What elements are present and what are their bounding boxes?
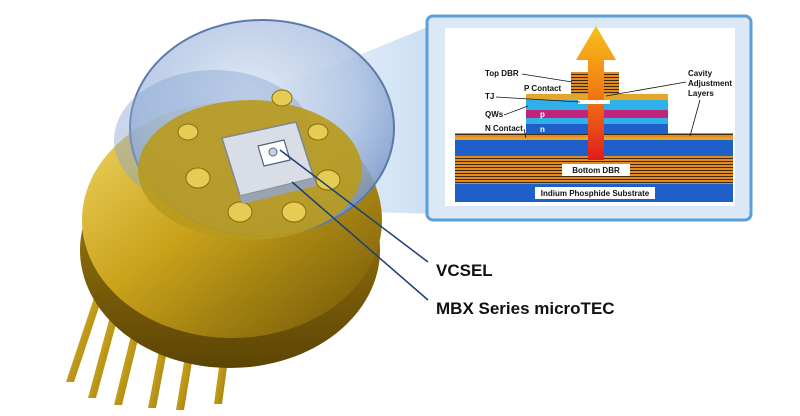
qws-label: QWs	[485, 110, 504, 119]
cavity-leader-b	[689, 99, 701, 137]
bottom-dbr-label-box	[562, 164, 630, 176]
cavity-label-line2: Adjustment	[688, 79, 732, 88]
emission-arrow	[576, 26, 616, 160]
substrate-label: Indium Phosphide Substrate	[541, 189, 650, 198]
cavity-label-line1: Cavity	[688, 69, 713, 78]
top-dbr-leader	[521, 73, 573, 83]
n-layer-label: n	[540, 125, 545, 134]
microtec-leader-line	[291, 181, 429, 301]
cavity-leader-a	[605, 81, 687, 97]
cavity-label-line3: Layers	[688, 89, 714, 98]
header-posts	[177, 89, 341, 223]
tunnel-junction	[578, 100, 610, 104]
microtec-edge	[240, 178, 316, 204]
microtec-label: MBX Series microTEC	[436, 299, 615, 318]
vcsel-label: VCSEL	[436, 261, 493, 280]
substrate-label-box	[535, 187, 655, 199]
bottom-dbr-label: Bottom DBR	[572, 166, 620, 175]
p-layer-label: p	[540, 110, 545, 119]
tj-leader	[495, 96, 581, 103]
n-contact-label: N Contact	[485, 124, 523, 133]
qws-leader	[503, 105, 529, 116]
p-contact-label: P Contact	[524, 84, 562, 93]
top-dbr-label: Top DBR	[485, 69, 519, 78]
tj-label: TJ	[485, 92, 494, 101]
vcsel-leader-line	[279, 149, 429, 263]
n-contact-leader	[523, 128, 527, 139]
vcsel-aperture	[268, 147, 278, 157]
